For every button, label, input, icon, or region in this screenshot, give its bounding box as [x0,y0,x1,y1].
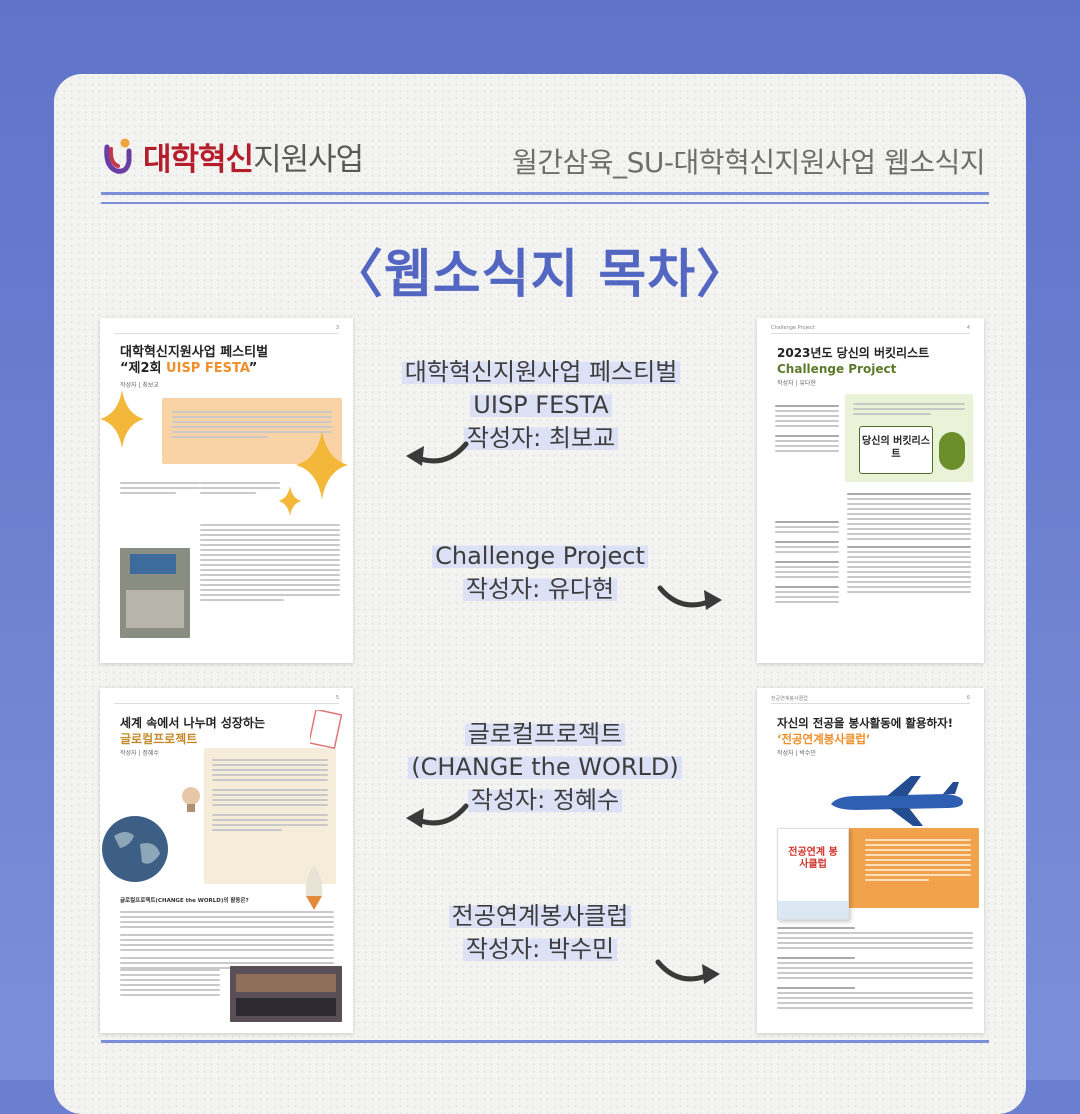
thumb-title: 자신의 전공을 봉사활동에 활용하자! ‘전공연계봉사클럽’ [777,716,953,746]
thumb-title: 2023년도 당신의 버킷리스트 Challenge Project [777,346,930,376]
curved-arrow-right-icon [655,959,720,984]
thumb-section-heading: 글로컬프로젝트(CHANGE the WORLD)의 활동은? [120,898,249,904]
thumb-photo [230,966,342,1022]
book-cover: 전공연계 봉사클럽 [777,828,849,920]
program-logo: 대학혁신지원사업 [101,134,364,179]
curved-arrow-left-icon [406,803,469,828]
curved-arrow-right-icon [657,585,722,610]
toc-entry-volunteer[interactable]: 전공연계봉사클럽 작성자: 박수민 [420,900,660,966]
logo-text: 대학혁신지원사업 [143,142,364,178]
sparkle-star-icon [296,430,348,500]
thumb-author: 작성자 | 유다현 [777,380,816,387]
article-thumbnail-festa[interactable]: 3 대학혁신지원사업 페스티벌 “제2회 UISP FESTA” 작성자 | 최… [100,318,353,663]
thumb-photo [120,548,190,638]
globe-icon [102,816,168,882]
sparkle-star-icon [100,390,144,448]
thumb-author: 작성자 | 최보교 [120,382,159,389]
thumb-intro-box [162,398,342,464]
thumb-badge: 당신의 버킷리스트 [859,426,933,474]
newsletter-title: 월간삼육_SU-대학혁신지원사업 웹소식지 [512,146,985,179]
article-thumbnail-glocal[interactable]: 5 세계 속에서 나누며 성장하는 글로컬프로젝트 작성자 | 정혜수 글로컬프… [100,688,353,1033]
rocket-icon [305,866,323,910]
airplane-icon [831,776,963,826]
footer-divider [101,1040,989,1043]
logo-mark-icon [101,137,135,177]
mascot-icon [939,432,965,470]
curved-arrow-left-icon [406,441,469,466]
toc-entry-festa[interactable]: 대학혁신지원사업 페스티벌 UISP FESTA 작성자: 최보교 [376,356,706,455]
thumb-running-header: 5 [335,695,339,701]
toc-entry-glocal[interactable]: 글로컬프로젝트 (CHANGE the WORLD) 작성자: 정혜수 [390,718,700,817]
thumb-author: 작성자 | 정혜수 [120,750,159,757]
thumb-running-header: 3 [335,325,339,331]
toc-heading: 〈웹소식지 목차〉 [330,245,750,305]
lightbulb-icon [182,787,200,812]
notebook-icon [310,710,342,750]
toc-entry-challenge[interactable]: Challenge Project 작성자: 유다현 [410,540,670,606]
thumb-title: 세계 속에서 나누며 성장하는 글로컬프로젝트 [120,716,266,746]
header-divider-top [101,192,989,195]
thumb-intro-box [204,748,336,884]
thumb-intro-box: 당신의 버킷리스트 [845,394,973,482]
thumb-author: 작성자 | 박수민 [777,750,816,757]
thumb-title: 대학혁신지원사업 페스티벌 “제2회 UISP FESTA” [120,345,269,376]
header-divider-bottom [101,202,989,204]
sparkle-star-icon [278,486,302,516]
